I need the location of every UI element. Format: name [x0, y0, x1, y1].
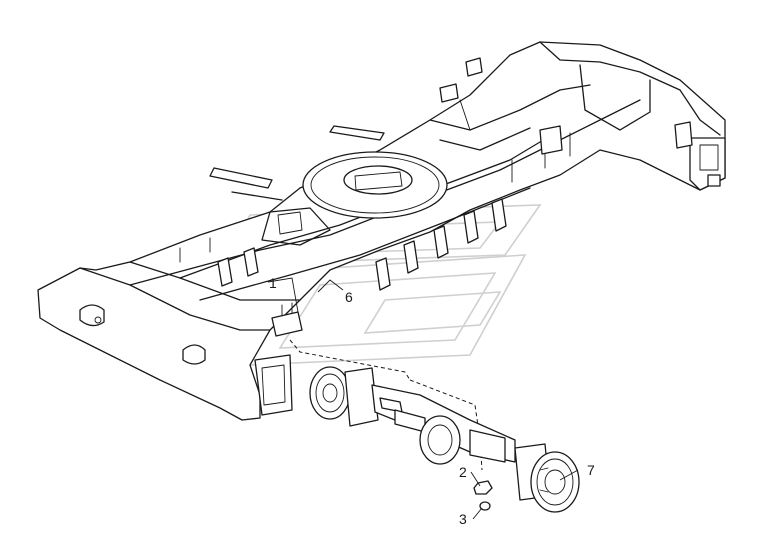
- callout-7: 7: [587, 462, 595, 478]
- callout-1: 1: [269, 275, 277, 291]
- frame-deck: [261, 84, 591, 246]
- washer-part: [479, 501, 491, 511]
- callout-6: 6: [345, 289, 353, 305]
- nut-part: [473, 480, 493, 495]
- callout-2: 2: [459, 464, 467, 480]
- main-frame: [37, 41, 726, 421]
- pivot-bracket: [271, 302, 303, 337]
- callout-3: 3: [459, 511, 467, 527]
- axle-assembly: [309, 366, 580, 513]
- turntable-ring: [302, 151, 448, 219]
- rail-brackets: [179, 57, 693, 291]
- leader-lines: [267, 277, 579, 520]
- rear-shafts: [209, 125, 385, 201]
